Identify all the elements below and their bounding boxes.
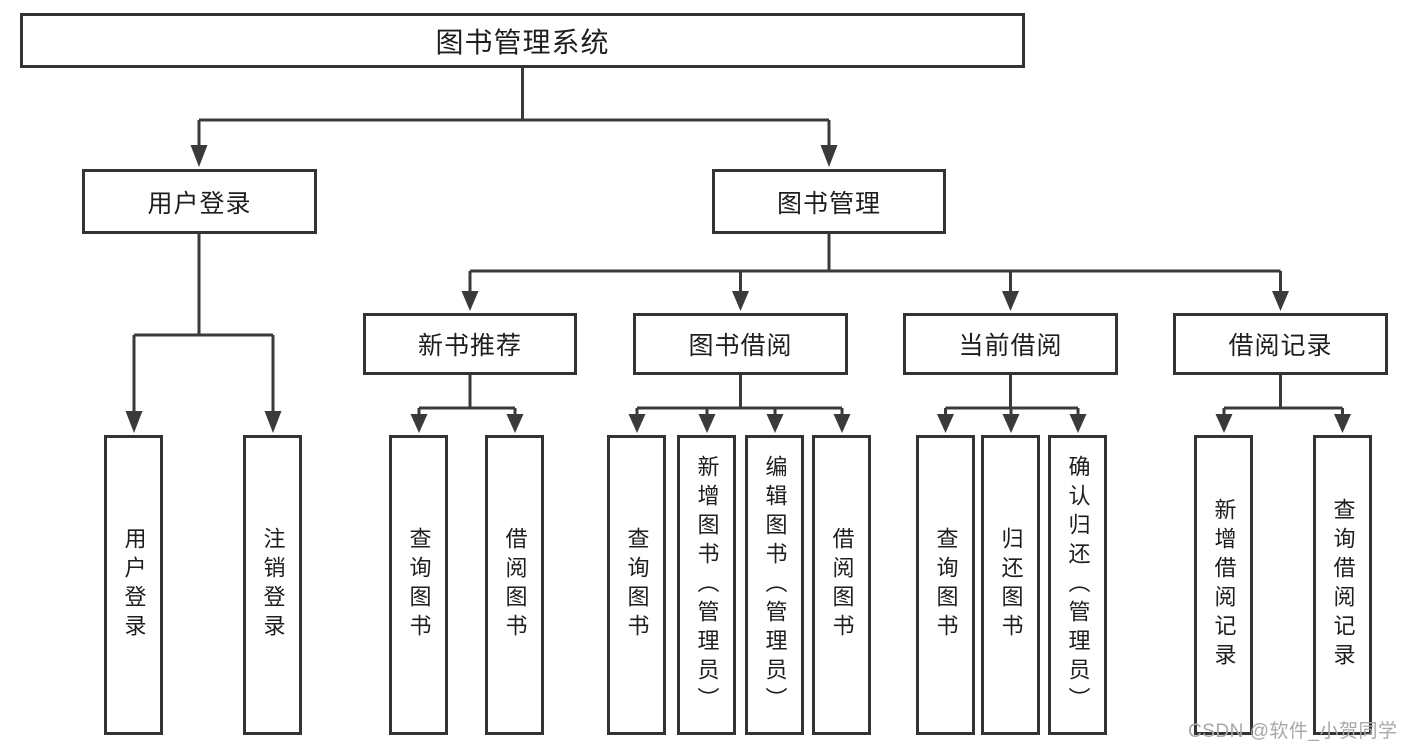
leaf-query-book-current: 查询图书 xyxy=(916,435,975,735)
leaf-confirm-return-admin: 确认归还（管理员） xyxy=(1048,435,1107,735)
arrowhead xyxy=(1215,414,1233,433)
connector-new-book-split xyxy=(417,375,517,415)
connector-current-borrow-split xyxy=(944,375,1080,415)
arrowhead xyxy=(506,414,524,433)
arrowhead xyxy=(1002,414,1020,433)
arrowhead xyxy=(461,291,479,311)
connector-user-login-split xyxy=(132,234,275,413)
leaf-query-book-newrec: 查询图书 xyxy=(389,435,448,735)
connector-book-mgmt-split xyxy=(468,234,1282,293)
arrowhead xyxy=(1334,414,1351,433)
arrowhead xyxy=(937,414,954,433)
leaf-borrow-book-newrec: 借阅图书 xyxy=(485,435,544,735)
leaf-return-book: 归还图书 xyxy=(981,435,1040,735)
leaf-add-book-admin: 新增图书（管理员） xyxy=(677,435,736,735)
arrowhead xyxy=(125,411,143,433)
leaf-edit-book-admin: 编辑图书（管理员） xyxy=(745,435,804,735)
arrowhead xyxy=(1069,414,1087,433)
arrowhead xyxy=(410,414,428,433)
arrowhead xyxy=(628,414,646,433)
arrowhead xyxy=(766,414,784,433)
arrowhead xyxy=(264,411,282,433)
connector-borrow-record-split xyxy=(1222,375,1344,415)
arrowhead xyxy=(1002,291,1019,311)
arrowhead xyxy=(190,145,208,167)
connector-book-borrow-split xyxy=(635,375,844,415)
leaf-user-login: 用户登录 xyxy=(104,435,163,735)
arrowhead xyxy=(1272,291,1289,311)
node-borrow-record: 借阅记录 xyxy=(1173,313,1388,375)
csdn-watermark: CSDN @软件_小贺同学 xyxy=(1188,721,1398,742)
node-book-borrow: 图书借阅 xyxy=(633,313,848,375)
node-book-management: 图书管理 xyxy=(712,169,946,234)
leaf-query-book-borrow: 查询图书 xyxy=(607,435,666,735)
node-root: 图书管理系统 xyxy=(20,13,1025,68)
leaf-borrow-book: 借阅图书 xyxy=(812,435,871,735)
arrowhead xyxy=(732,291,749,311)
node-new-book-recommend: 新书推荐 xyxy=(363,313,577,375)
node-user-login: 用户登录 xyxy=(82,169,317,234)
leaf-add-borrow-record: 新增借阅记录 xyxy=(1194,435,1253,735)
leaf-query-borrow-record: 查询借阅记录 xyxy=(1313,435,1372,735)
connector-root-split xyxy=(197,68,831,147)
arrowhead xyxy=(698,414,716,433)
node-current-borrow: 当前借阅 xyxy=(903,313,1118,375)
arrowhead xyxy=(833,414,851,433)
leaf-logout: 注销登录 xyxy=(243,435,302,735)
arrowhead xyxy=(820,145,838,167)
